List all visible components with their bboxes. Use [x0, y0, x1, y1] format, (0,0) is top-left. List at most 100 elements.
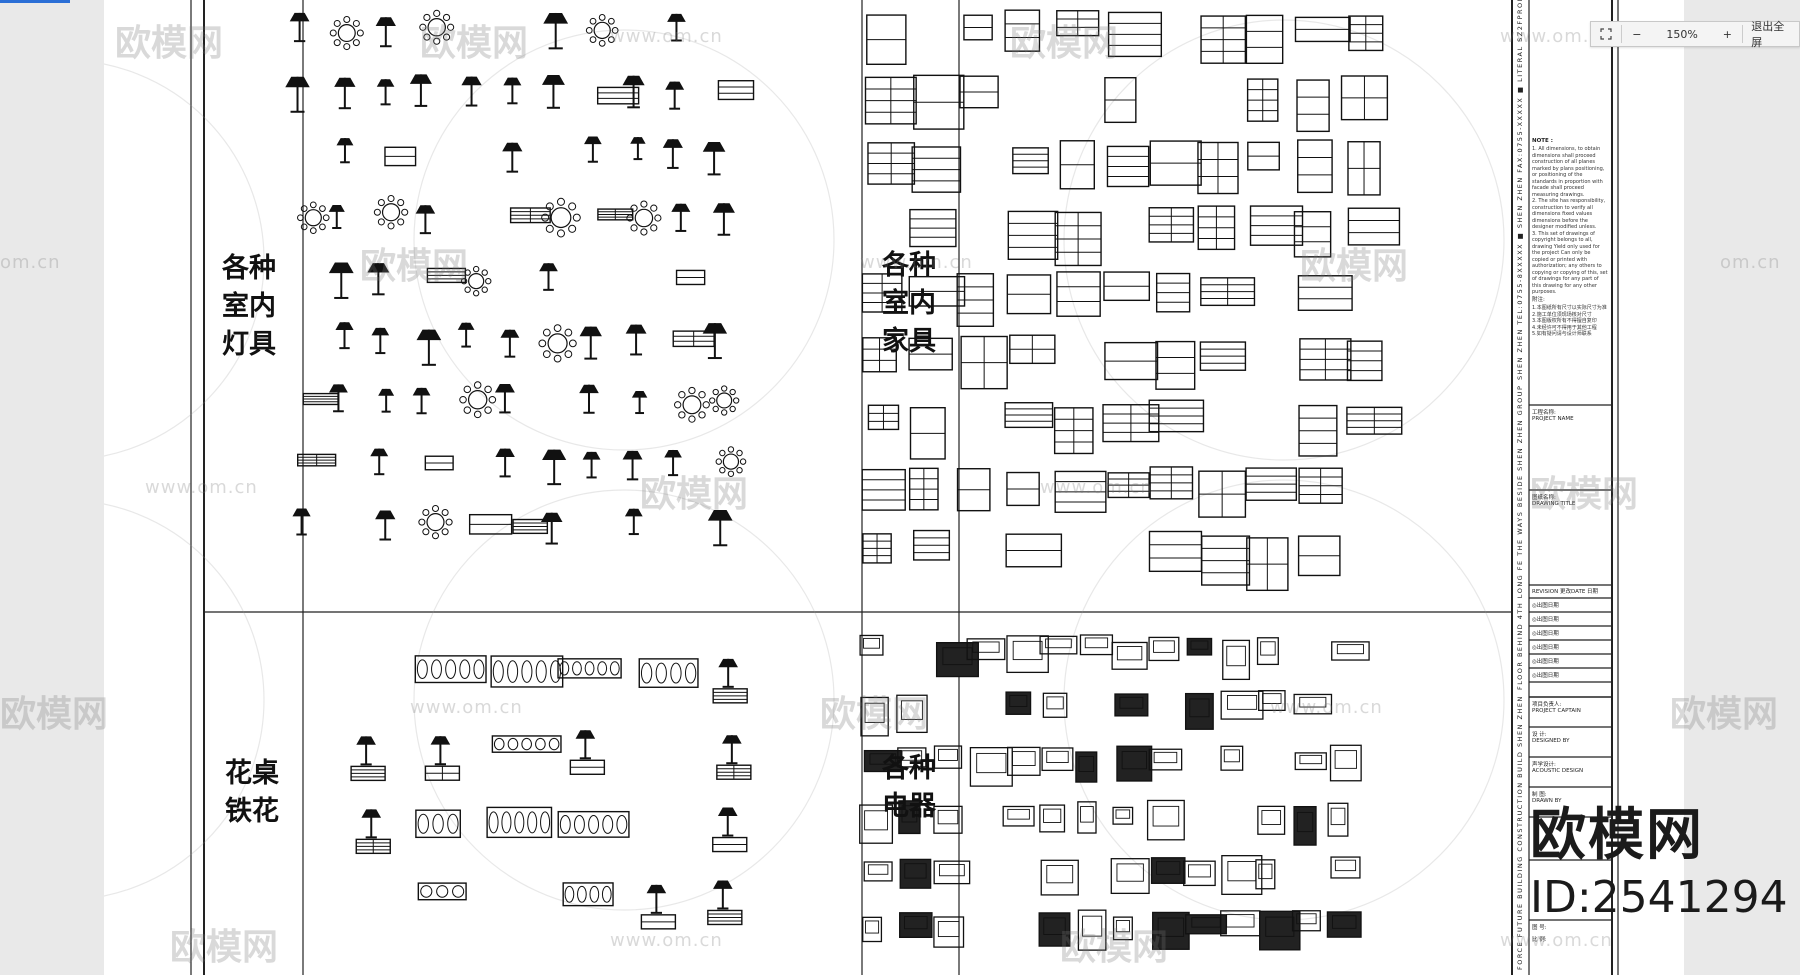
chandelier-bulb-symbol	[688, 415, 696, 423]
appliance-screen-symbol	[864, 702, 885, 723]
appliance-screen-symbol	[1334, 750, 1357, 769]
iron-scroll-symbol	[584, 661, 595, 676]
zoom-in-button[interactable]: +	[1722, 27, 1732, 41]
iron-scroll-symbol	[432, 813, 444, 834]
appliance-screen-symbol	[1299, 754, 1323, 765]
iron-scroll-symbol	[431, 659, 442, 679]
appliance-symbol	[933, 860, 971, 885]
chandelier-bulb-symbol	[352, 39, 360, 47]
chandelier-bulb-symbol	[630, 204, 638, 212]
iron-scroll-symbol	[548, 737, 560, 751]
lamp-shade-symbol	[292, 508, 311, 517]
chandelier-bulb-symbol	[445, 518, 453, 526]
sheet-number-label: 图 号:	[1532, 925, 1547, 931]
chandelier-bulb-symbol	[553, 324, 562, 332]
cabinet-symbol	[717, 80, 755, 101]
designed-by-en: DESIGNED BY	[1532, 738, 1570, 744]
project-captain-en: PROJECT CAPTAIN	[1532, 708, 1581, 714]
chandelier-bulb-symbol	[564, 328, 573, 337]
chandelier-bulb-symbol	[688, 386, 696, 395]
lamp-shade-symbol	[285, 76, 310, 88]
fit-screen-button[interactable]	[1591, 23, 1621, 45]
appliance-screen-symbol	[1009, 694, 1028, 707]
cabinet-symbol	[1293, 211, 1332, 258]
appliance-screen-symbol	[937, 921, 960, 938]
iron-scroll-symbol	[507, 660, 519, 683]
lamp-shade-symbol	[502, 142, 523, 152]
appliance-screen-symbol	[1012, 751, 1036, 766]
appliance-screen-symbol	[901, 805, 918, 823]
lamp-shade-symbol	[336, 138, 354, 146]
appliance-symbol	[1294, 752, 1327, 771]
lamp-shade-symbol	[575, 730, 596, 739]
lamp-shade-symbol	[329, 384, 348, 393]
lamp-shade-symbol	[361, 809, 382, 818]
zoom-out-button[interactable]: −	[1632, 27, 1642, 41]
chandelier-bulb-symbol	[441, 508, 449, 517]
watermark-brand: 欧模网	[0, 694, 109, 735]
appliance-symbol	[1291, 910, 1321, 932]
label-line: 花桌	[225, 758, 279, 789]
designed-by-cn: 设 计:	[1532, 732, 1547, 738]
zoom-level[interactable]: 150%	[1666, 27, 1698, 41]
category-label-appliances: 各种 电器	[874, 750, 944, 826]
appliance-screen-symbol	[972, 641, 1000, 653]
cabinet-symbol	[1054, 470, 1107, 513]
drawing-title-cn: 图纸名称:	[1532, 495, 1556, 501]
iron-scroll-symbol	[540, 811, 551, 834]
appliance-screen-symbol	[867, 864, 889, 875]
appliance-screen-symbol	[1156, 861, 1181, 875]
label-line: 室内	[882, 288, 936, 319]
lamp-shade-symbol	[671, 203, 691, 212]
iron-scroll-symbol	[609, 661, 620, 676]
chandelier-bulb-symbol	[397, 199, 405, 207]
appliance-symbol	[1258, 690, 1286, 712]
cabinet-symbol	[1297, 139, 1333, 194]
chandelier-bulb-symbol	[442, 33, 451, 41]
iron-scroll-symbol	[501, 811, 512, 834]
appliance-screen-symbol	[1046, 865, 1074, 884]
chandelier-bulb-symbol	[397, 218, 405, 226]
lamp-shade-symbol	[500, 329, 520, 338]
vertical-address-text: SHEN ZHEN TEL:0755-8XXXXX ■ SHEN ZHEN FA…	[1516, 0, 1524, 380]
iron-scroll-symbol	[447, 813, 459, 834]
appliance-symbol	[933, 916, 965, 948]
chandelier-bulb-symbol	[729, 388, 736, 396]
chandelier-bulb-symbol	[447, 23, 455, 31]
chandelier-bulb-symbol	[300, 205, 308, 212]
cad-symbol-library	[285, 9, 1403, 951]
chandelier-bulb-symbol	[545, 224, 554, 233]
chandelier-bulb-symbol	[553, 354, 562, 363]
appliance-symbol	[1002, 805, 1035, 827]
appliance-symbol	[898, 800, 921, 835]
exit-fullscreen-button[interactable]: 退出全屏	[1751, 20, 1785, 49]
chandelier-bulb-symbol	[542, 328, 551, 337]
appliance-screen-symbol	[1119, 696, 1144, 709]
appliance-symbol	[1039, 804, 1066, 833]
chandelier-bulb-symbol	[309, 201, 317, 209]
chandelier-bulb-symbol	[715, 458, 722, 465]
iron-scroll-symbol	[473, 659, 485, 679]
chandelier-bulb-symbol	[702, 401, 710, 409]
appliance-screen-symbol	[863, 637, 880, 649]
cabinet-symbol	[1155, 340, 1196, 390]
chandelier-bulb-symbol	[485, 277, 492, 285]
brand-logo-text: 欧模网	[1530, 803, 1704, 868]
lamp-shade-symbol	[541, 75, 565, 85]
vertical-address-text: FORCE FUTURE BUILDING CONSTRUCTION BUILD…	[1516, 695, 1524, 970]
appliance-symbol	[859, 804, 894, 844]
iron-railing-symbol	[490, 655, 564, 688]
chandelier-bulb-symbol	[678, 411, 686, 419]
chandelier-bulb-symbol	[319, 223, 326, 231]
appliance-screen-symbol	[1296, 811, 1314, 833]
lamp-shade-symbol	[430, 736, 451, 745]
chandelier-bulb-symbol	[319, 205, 326, 212]
chandelier-bulb-symbol	[356, 29, 364, 37]
revision-row: ◎出图日期	[1532, 603, 1559, 609]
chandelier-bulb-symbol	[542, 350, 551, 359]
iron-railing-symbol	[491, 735, 562, 753]
project-name-cn: 工程名称:	[1532, 410, 1556, 416]
appliance-screen-symbol	[1043, 917, 1066, 935]
model-id: ID:2541294	[1530, 872, 1788, 923]
lamp-shade-symbol	[662, 139, 683, 148]
